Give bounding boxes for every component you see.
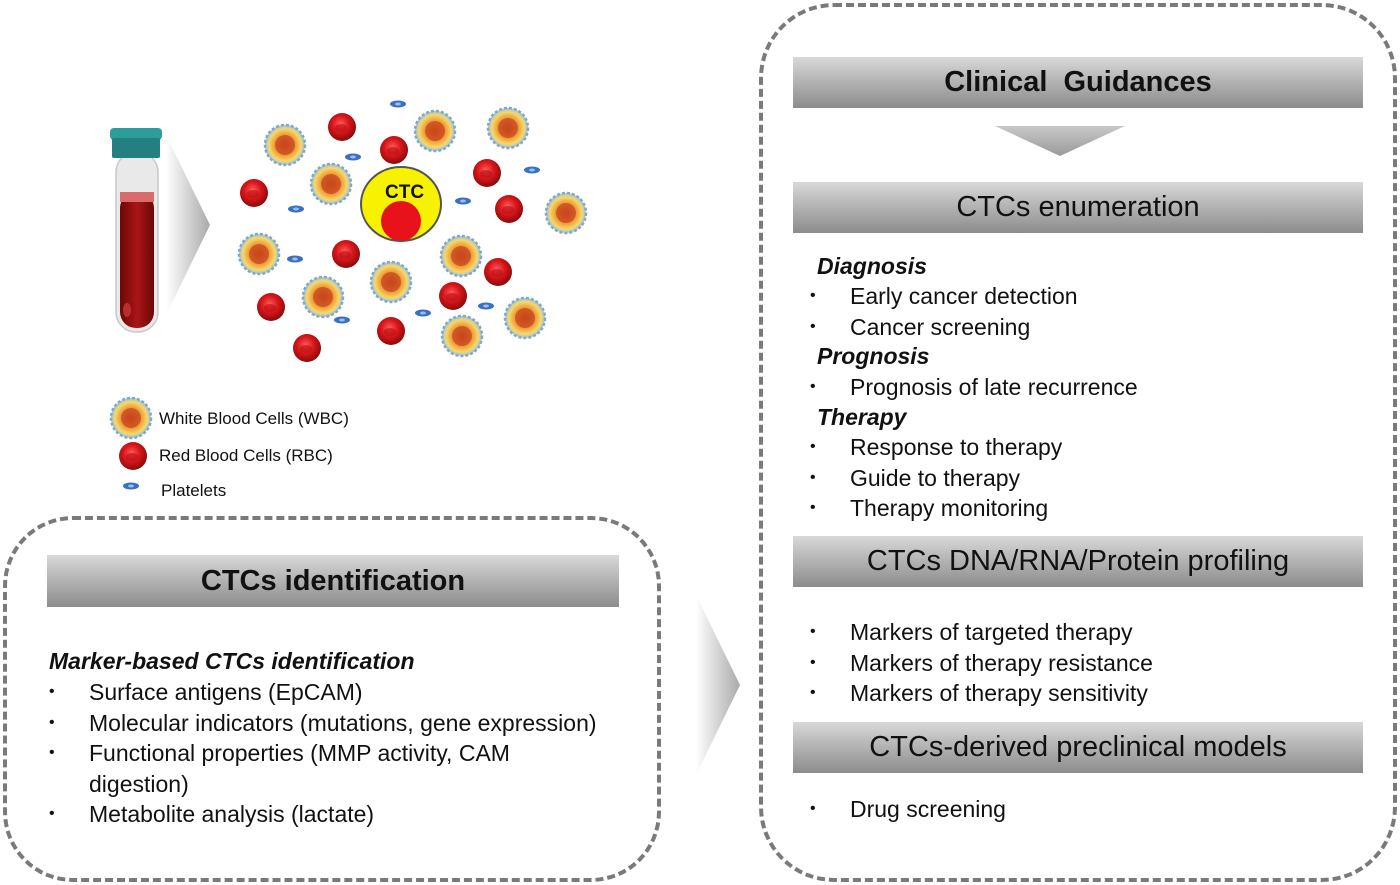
list-item: Response to therapy — [810, 432, 1062, 463]
blood-tube-icon — [110, 128, 162, 333]
therapy-heading: Therapy — [817, 404, 907, 430]
panel-arrow-icon — [696, 595, 740, 775]
list-item: Surface antigens (EpCAM) — [49, 677, 649, 708]
down-arrow-icon — [995, 126, 1125, 156]
legend-rbc-label: Red Blood Cells (RBC) — [159, 446, 333, 465]
identification-subtitle: Marker-based CTCs identification — [49, 648, 415, 674]
diagnosis-heading: Diagnosis — [817, 253, 927, 279]
list-item: Functional properties (MMP activity, CAM… — [49, 738, 519, 799]
identification-list: Surface antigens (EpCAM) Molecular indic… — [49, 677, 649, 830]
platelet-icon — [123, 482, 139, 490]
prognosis-list: Prognosis of late recurrence — [810, 372, 1138, 403]
profiling-title: CTCs DNA/RNA/Protein profiling — [793, 536, 1363, 587]
list-item: Therapy monitoring — [810, 493, 1062, 524]
legend-platelets-label: Platelets — [161, 481, 227, 500]
ctc-cell-icon — [360, 166, 442, 242]
list-item: Markers of targeted therapy — [810, 617, 1153, 648]
rbc-icon — [119, 442, 147, 470]
enumeration-title: CTCs enumeration — [793, 182, 1363, 233]
therapy-list: Response to therapy Guide to therapy The… — [810, 432, 1062, 524]
profiling-list: Markers of targeted therapy Markers of t… — [810, 617, 1153, 709]
preclinical-title: CTCs-derived preclinical models — [793, 722, 1363, 773]
preclinical-list: Drug screening — [810, 794, 1006, 825]
identification-panel — [3, 516, 661, 882]
list-item: Cancer screening — [810, 312, 1078, 343]
list-item: Markers of therapy sensitivity — [810, 678, 1153, 709]
list-item: Metabolite analysis (lactate) — [49, 799, 649, 830]
list-item: Early cancer detection — [810, 281, 1078, 312]
diagnosis-list: Early cancer detection Cancer screening — [810, 281, 1078, 342]
wbc-icon — [109, 396, 153, 440]
list-item: Guide to therapy — [810, 463, 1062, 494]
ctc-label: CTC — [385, 182, 425, 203]
list-item: Molecular indicators (mutations, gene ex… — [49, 708, 649, 739]
tube-arrow-icon — [166, 135, 210, 315]
list-item: Drug screening — [810, 794, 1006, 825]
legend-wbc-label: White Blood Cells (WBC) — [159, 409, 349, 428]
list-item: Markers of therapy resistance — [810, 648, 1153, 679]
clinical-panel — [759, 3, 1397, 882]
list-item: Prognosis of late recurrence — [810, 372, 1138, 403]
clinical-title: Clinical Guidances — [793, 57, 1363, 108]
prognosis-heading: Prognosis — [817, 343, 930, 369]
identification-title: CTCs identification — [47, 555, 619, 607]
